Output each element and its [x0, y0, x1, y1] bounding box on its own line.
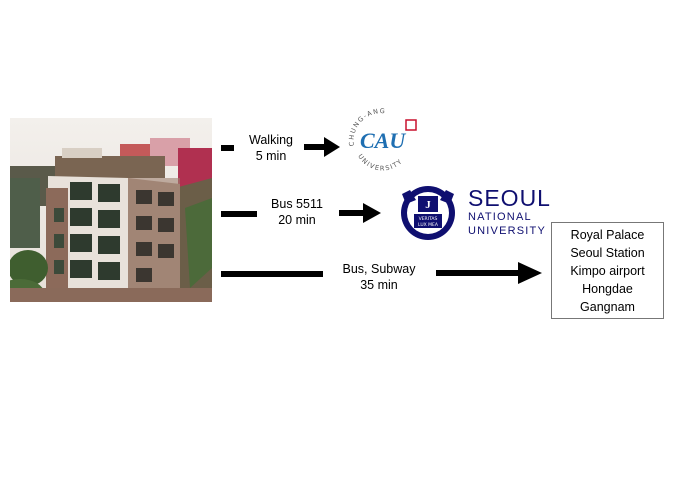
snu-line1: SEOUL [468, 185, 551, 211]
snu-wordmark: SEOUL NATIONAL UNIVERSITY [468, 186, 551, 238]
route-mode: Bus, Subway [342, 262, 416, 276]
snu-line3: UNIVERSITY [468, 225, 547, 237]
route-arrow-bus [339, 203, 381, 223]
route-time: 20 min [278, 213, 316, 227]
building-illustration [10, 118, 212, 302]
route-line-bus [221, 211, 257, 217]
svg-text:J: J [425, 199, 431, 211]
destination-item: Hongdae [582, 281, 633, 296]
route-time: 5 min [255, 149, 287, 163]
cau-arc-bottom-text: UNIVERSITY [356, 153, 403, 173]
route-bus-label: Bus 5511 20 min [262, 196, 332, 228]
snu-emblem-icon: J VERITAS LUX MEA [401, 186, 455, 240]
cau-wordmark: CAU [360, 128, 406, 153]
snu-emblem-text-2: LUX MEA [418, 222, 439, 228]
svg-text:UNIVERSITY: UNIVERSITY [356, 153, 404, 173]
cau-logo: CHUNG-ANG UNIVERSITY CAU [344, 106, 420, 178]
snu-emblem-text-1: VERITAS [419, 216, 438, 222]
route-line-walking [221, 145, 234, 151]
snu-logo: J VERITAS LUX MEA [396, 184, 460, 242]
route-mode: Bus 5511 [271, 197, 323, 211]
route-mode: Walking [249, 133, 293, 147]
destination-item: Seoul Station [570, 245, 645, 260]
destination-item: Kimpo airport [570, 263, 645, 278]
route-line-subway [221, 271, 323, 277]
route-time: 35 min [360, 278, 398, 292]
destinations-box: Royal Palace Seoul Station Kimpo airport… [551, 222, 664, 319]
building-photo [10, 118, 212, 302]
cau-emblem-icon: CHUNG-ANG UNIVERSITY CAU [347, 107, 417, 173]
destination-item: Royal Palace [570, 227, 645, 242]
route-subway-label: Bus, Subway 35 min [330, 261, 428, 293]
route-walking-label: Walking 5 min [240, 132, 302, 164]
snu-line2: NATIONAL [468, 211, 532, 223]
destination-item: Gangnam [580, 299, 635, 314]
route-arrow-walking [304, 137, 340, 157]
route-arrow-subway [436, 262, 542, 284]
